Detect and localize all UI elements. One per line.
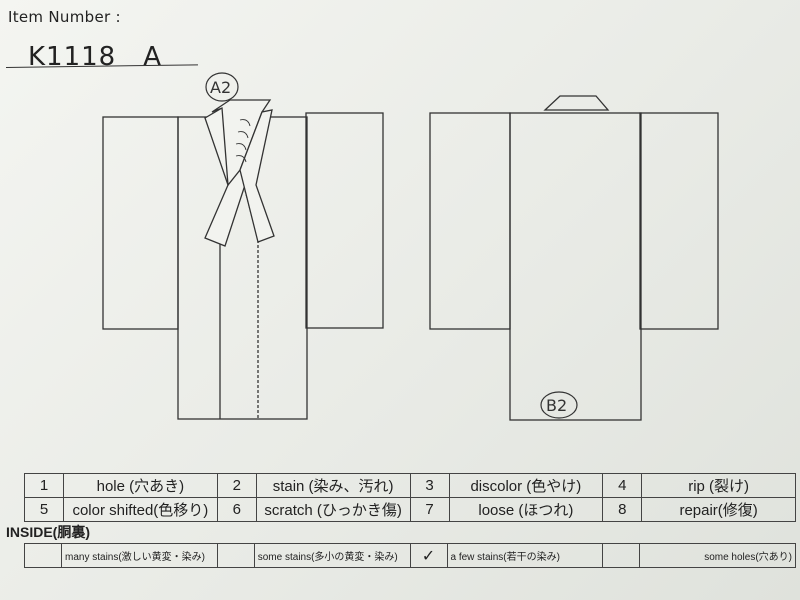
- back-left-sleeve: [429, 112, 511, 330]
- inside-checkbox[interactable]: [216, 543, 255, 568]
- item-number-value: K1118 A: [28, 42, 163, 72]
- collar-damage-mark: A2: [205, 72, 239, 102]
- legend-number: 2: [216, 473, 257, 498]
- legend-row: 5 color shifted(色移り) 6 scratch (ひっかき傷) 7…: [24, 497, 796, 522]
- legend-label: color shifted(色移り): [63, 497, 218, 522]
- inside-section-title: INSIDE(胴裏): [6, 524, 90, 540]
- inside-checkbox[interactable]: [602, 543, 641, 568]
- legend-label: stain (染み、汚れ): [255, 473, 411, 498]
- hem-mark-text: B2: [546, 396, 567, 415]
- back-collar: [543, 95, 610, 111]
- legend-number: 7: [409, 497, 450, 522]
- inside-option-label: a few stains(若干の染み): [446, 543, 604, 568]
- front-collar-lapel: [239, 109, 275, 243]
- legend-number: 5: [24, 497, 64, 522]
- legend-number: 3: [409, 473, 450, 498]
- inside-checkbox[interactable]: [24, 543, 62, 568]
- damage-legend-table: 1 hole (穴あき) 2 stain (染み、汚れ) 3 discolor …: [24, 473, 796, 522]
- inside-option-label: some stains(多小の黄変・染み): [253, 543, 411, 568]
- legend-label: hole (穴あき): [63, 473, 218, 498]
- front-right-sleeve: [305, 112, 384, 329]
- legend-label: rip (裂け): [641, 473, 796, 498]
- back-body: [509, 112, 642, 421]
- back-right-sleeve: [639, 112, 719, 330]
- legend-number: 1: [24, 473, 64, 498]
- inside-option-label: some holes(穴あり): [639, 543, 796, 568]
- inside-option-label: many stains(激しい黄変・染み): [61, 543, 218, 568]
- inside-condition-table: many stains(激しい黄変・染み) some stains(多小の黄変・…: [24, 543, 796, 568]
- legend-number: 6: [216, 497, 257, 522]
- collar-mark-text: A2: [210, 78, 231, 97]
- garment-diagram: A2 B2: [102, 72, 719, 421]
- legend-label: discolor (色やけ): [448, 473, 604, 498]
- inside-row: many stains(激しい黄変・染み) some stains(多小の黄変・…: [24, 543, 796, 568]
- legend-label: scratch (ひっかき傷): [255, 497, 411, 522]
- legend-number: 4: [602, 473, 643, 498]
- legend-number: 8: [602, 497, 643, 522]
- legend-label: loose (ほつれ): [448, 497, 604, 522]
- collar-hatch: [235, 119, 251, 163]
- legend-row: 1 hole (穴あき) 2 stain (染み、汚れ) 3 discolor …: [24, 473, 796, 498]
- front-left-sleeve: [102, 116, 179, 330]
- item-number-label: Item Number :: [8, 8, 121, 26]
- front-view: [102, 99, 384, 420]
- inside-checkbox[interactable]: ✓: [409, 543, 448, 568]
- legend-label: repair(修復): [641, 497, 796, 522]
- back-view: [429, 95, 719, 421]
- hem-damage-mark: B2: [540, 391, 578, 419]
